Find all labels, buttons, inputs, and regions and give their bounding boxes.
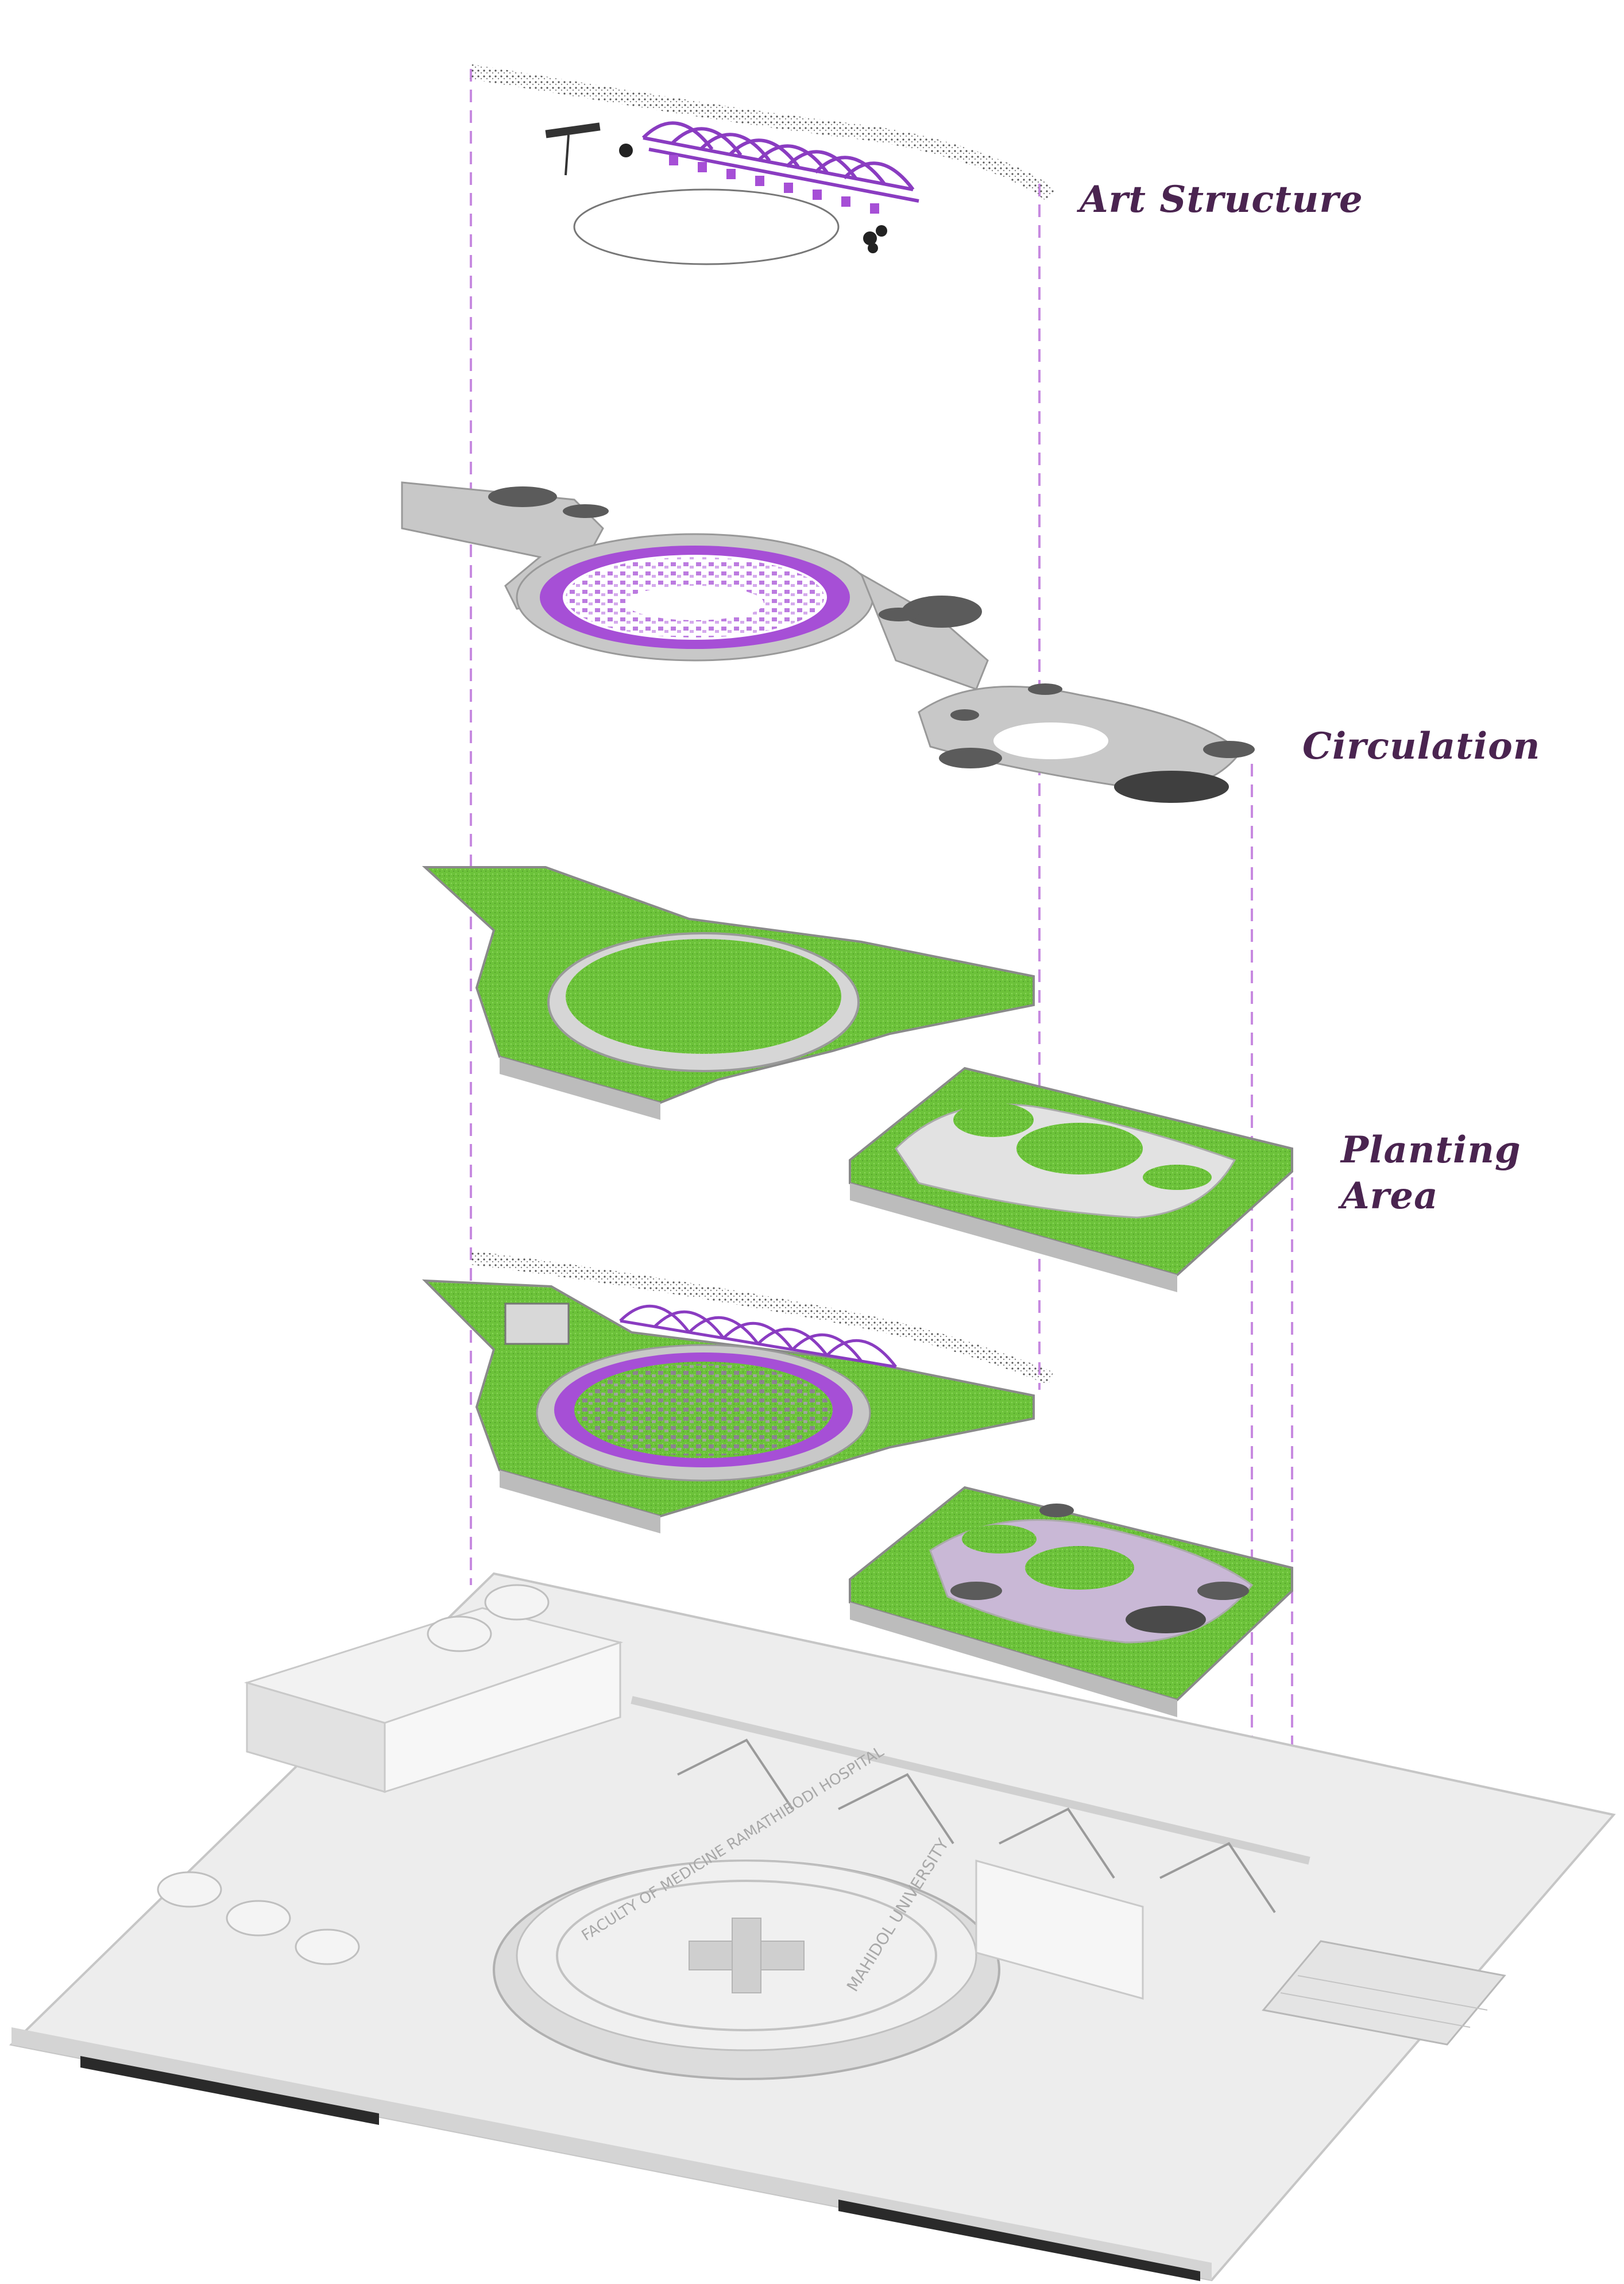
arch-columns [669, 155, 879, 214]
arch-structure-combined [619, 1304, 897, 1369]
layer-combined [422, 1251, 1293, 1717]
rooftop-fans [157, 1584, 550, 1965]
label-planting-line1: Planting [1341, 1129, 1521, 1172]
layer-planting [422, 866, 1293, 1292]
label-circulation: Circulation [1302, 725, 1541, 768]
layer-circulation [401, 481, 1255, 803]
label-art-structure: Art Structure [1080, 178, 1363, 221]
art-bench [545, 122, 601, 138]
layer-art-structure [469, 64, 1056, 265]
layer-base-building: FACULTY OF MEDICINE RAMATHIBODI HOSPITAL… [9, 1572, 1616, 2282]
tree-icons-top [619, 144, 887, 253]
pavilion [504, 1303, 570, 1345]
canopy-edge [469, 64, 1056, 202]
label-planting-line2: Area [1341, 1174, 1439, 1218]
art-ring-outline [573, 188, 840, 265]
arch-structure [641, 121, 919, 203]
skylight-frames [677, 1738, 1276, 1914]
helipad-cross [689, 1918, 805, 1993]
